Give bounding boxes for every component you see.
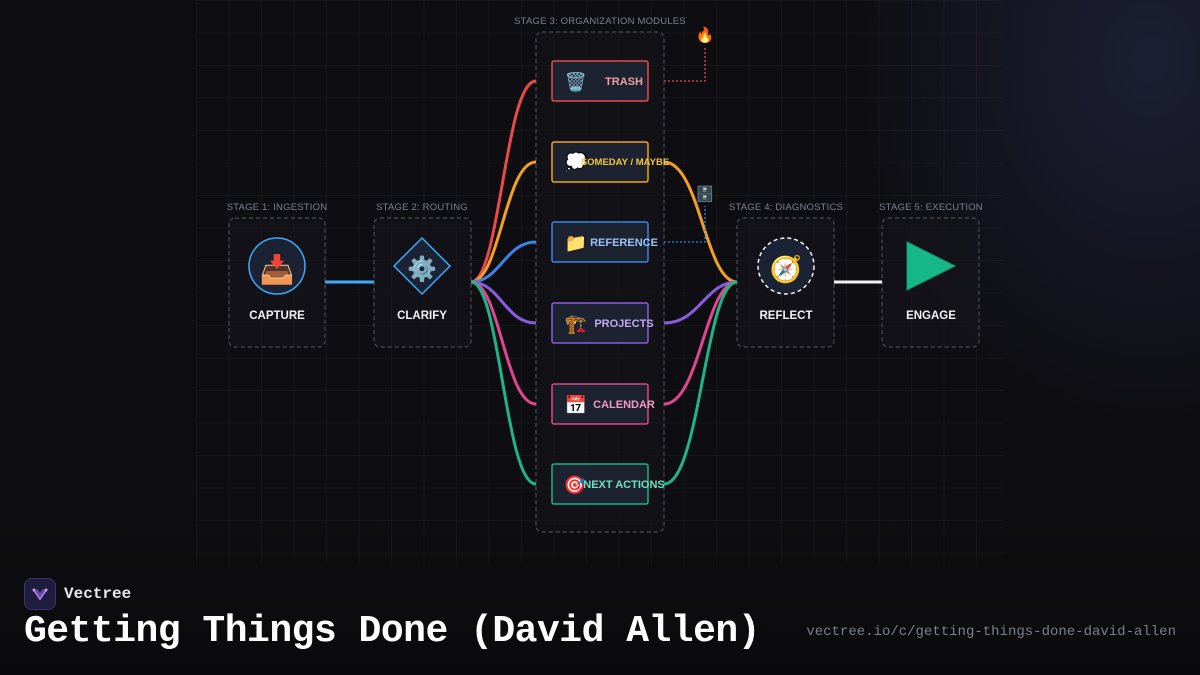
clarify-diamond bbox=[392, 236, 452, 296]
stage-1-label: STAGE 1: INGESTION bbox=[227, 202, 328, 213]
curve-next-reflect bbox=[663, 280, 738, 486]
fire-icon: 🔥 bbox=[696, 26, 715, 44]
routing-curves bbox=[470, 79, 537, 486]
curve-reference bbox=[470, 240, 537, 284]
calendar-icon: 📅 bbox=[565, 394, 587, 416]
module-someday-label: SOMEDAY / MAYBE bbox=[581, 157, 669, 168]
trash-fire-connector bbox=[664, 48, 706, 82]
curve-projects-reflect bbox=[663, 280, 738, 325]
curve-projects bbox=[470, 280, 537, 325]
stage-3-label: STAGE 3: ORGANIZATION MODULES bbox=[514, 16, 686, 27]
gear-icon: ⚙️ bbox=[407, 255, 437, 283]
compass-icon: 🧭 bbox=[770, 254, 802, 285]
play-icon bbox=[906, 241, 957, 291]
curve-calendar-reflect bbox=[663, 280, 738, 406]
inbox-tray-icon: 📥 bbox=[260, 253, 295, 286]
reflect-circle bbox=[757, 237, 815, 295]
thought-bubble-icon: 💭 bbox=[565, 151, 587, 173]
module-next-actions-label: NEXT ACTIONS bbox=[583, 479, 665, 491]
reflect-label: REFLECT bbox=[759, 310, 812, 322]
stage-2-label: STAGE 2: ROUTING bbox=[376, 202, 468, 213]
module-calendar[interactable]: 📅 CALENDAR bbox=[551, 383, 655, 425]
curve-next-actions bbox=[470, 280, 537, 486]
module-calendar-label: CALENDAR bbox=[593, 399, 655, 411]
module-projects[interactable]: 🏗️ PROJECTS bbox=[551, 302, 654, 344]
capture-label: CAPTURE bbox=[249, 310, 305, 322]
clarify-label: CLARIFY bbox=[397, 310, 447, 322]
reference-cabinet-connector bbox=[664, 206, 706, 243]
review-curves bbox=[663, 160, 738, 486]
construction-crane-icon: 🏗️ bbox=[565, 314, 587, 335]
module-reference-label: REFERENCE bbox=[590, 237, 658, 249]
stage-5-label: STAGE 5: EXECUTION bbox=[879, 202, 983, 213]
trash-icon: 🗑️ bbox=[565, 71, 587, 93]
brand: Vectree bbox=[24, 577, 131, 611]
folder-icon: 📁 bbox=[565, 233, 587, 254]
module-someday-maybe[interactable]: 💭 SOMEDAY / MAYBE bbox=[551, 141, 669, 183]
engage-label: ENGAGE bbox=[906, 310, 956, 322]
module-reference[interactable]: 📁 REFERENCE bbox=[551, 221, 658, 263]
page-title: Getting Things Done (David Allen) bbox=[24, 610, 761, 653]
target-icon: 🎯 bbox=[564, 475, 586, 496]
module-trash-label: TRASH bbox=[605, 76, 643, 88]
curve-trash bbox=[470, 79, 537, 284]
module-trash[interactable]: 🗑️ TRASH bbox=[551, 60, 649, 102]
module-projects-label: PROJECTS bbox=[594, 318, 653, 330]
engage-stage-box bbox=[881, 217, 980, 348]
curve-someday-reflect bbox=[663, 160, 738, 284]
file-cabinet-icon: 🗄️ bbox=[696, 185, 715, 203]
source-url[interactable]: vectree.io/c/getting-things-done-david-a… bbox=[806, 624, 1176, 640]
brand-name: Vectree bbox=[64, 585, 132, 603]
reflect-node[interactable]: 🧭 REFLECT bbox=[757, 237, 815, 322]
capture-node[interactable]: 📥 CAPTURE bbox=[248, 237, 306, 322]
curve-someday bbox=[470, 160, 537, 284]
modules-stage-box bbox=[535, 31, 665, 533]
stage-4-label: STAGE 4: DIAGNOSTICS bbox=[729, 202, 843, 213]
curve-calendar bbox=[470, 280, 537, 406]
capture-circle bbox=[248, 237, 306, 295]
engage-node[interactable]: ENGAGE bbox=[906, 241, 957, 322]
clarify-node[interactable]: ⚙️ CLARIFY bbox=[392, 236, 452, 322]
module-next-actions[interactable]: 🎯 NEXT ACTIONS bbox=[551, 463, 665, 505]
vectree-logo-icon bbox=[24, 578, 56, 610]
